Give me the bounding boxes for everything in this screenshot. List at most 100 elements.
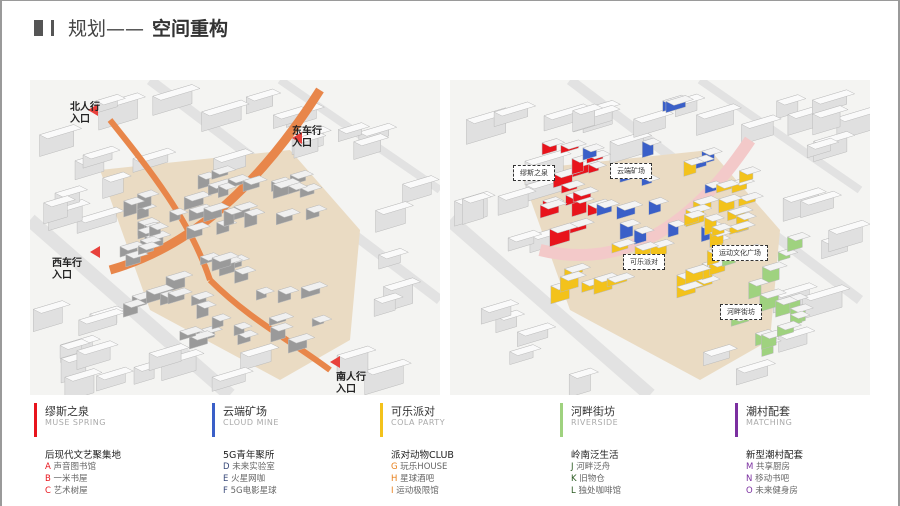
legend-item-label: 移动书吧 xyxy=(755,474,790,484)
building xyxy=(211,366,254,392)
building xyxy=(268,312,295,327)
muse-zone-building xyxy=(572,186,600,203)
cola-zone-building xyxy=(684,264,712,285)
cloud-zone-building xyxy=(641,137,663,159)
legend-item: J 河畔泛舟 xyxy=(571,460,610,472)
legend-item-label: 未来健身房 xyxy=(755,486,798,496)
building xyxy=(572,103,604,133)
legend-item-label: 5G电影星球 xyxy=(230,486,277,496)
legend-item: H 星球酒吧 xyxy=(391,472,434,484)
building xyxy=(199,252,223,266)
legend-item-label: 声音图书馆 xyxy=(53,462,97,472)
legend-item-label: 运动极限馆 xyxy=(396,486,439,496)
legend-item: B 一米书屋 xyxy=(45,472,88,484)
legend-item: N 移动书吧 xyxy=(746,472,789,484)
building xyxy=(122,196,146,218)
legend-subtitle-en: MUSE SPRING xyxy=(45,418,106,427)
building xyxy=(811,89,856,115)
cola-zone-building xyxy=(738,166,762,184)
building xyxy=(186,222,211,240)
road xyxy=(697,76,863,194)
cola-zone-building xyxy=(634,241,660,259)
cola-zone-building xyxy=(611,238,637,254)
building xyxy=(507,229,543,252)
title-prefix: 规划—— xyxy=(68,18,145,40)
entrance-arrow-icon xyxy=(330,356,340,368)
building xyxy=(480,299,520,325)
cloud-zone-building xyxy=(704,180,726,194)
legend-item-key: M xyxy=(746,462,754,472)
cola-zone-building xyxy=(683,157,705,177)
building xyxy=(493,101,537,128)
building xyxy=(101,171,132,199)
building xyxy=(211,313,232,330)
building xyxy=(353,133,390,160)
building xyxy=(223,207,243,227)
legend-item: A 声音图书馆 xyxy=(45,460,96,472)
building xyxy=(775,94,807,120)
title-marker-icon xyxy=(51,19,54,36)
legend-item-label: 未来实验室 xyxy=(232,462,275,472)
building xyxy=(152,84,201,116)
building xyxy=(337,122,371,142)
entrance-label-north: 北人行 入口 xyxy=(70,102,100,125)
cloud-zone-building xyxy=(616,200,644,220)
cola-zone-building xyxy=(715,179,741,194)
muse-zone-building xyxy=(560,179,586,194)
muse-zone-building xyxy=(560,139,588,154)
legend-color-bar xyxy=(735,403,738,437)
legend-item-key: K xyxy=(571,474,577,484)
cloud-zone-building xyxy=(619,218,642,240)
building xyxy=(270,322,294,343)
legend-item-key: D xyxy=(223,462,230,472)
cola-zone-building xyxy=(593,272,621,295)
building xyxy=(76,340,119,371)
building xyxy=(64,368,103,402)
zone-label-muse: 缪斯之泉 xyxy=(513,165,555,181)
building xyxy=(378,247,410,270)
building xyxy=(211,165,237,180)
zoning-map: 缪斯之泉 云端矿场 可乐派对 运动文化广场 河畔街坊 xyxy=(445,76,883,401)
cloud-zone-building xyxy=(582,143,606,161)
building xyxy=(82,145,121,169)
riverside-zone-building xyxy=(747,278,770,300)
legend-item: D 未来实验室 xyxy=(223,460,275,472)
legend-item-key: F xyxy=(223,486,228,496)
legend-item-key: G xyxy=(391,462,398,472)
building xyxy=(217,182,237,199)
legend-item-key: L xyxy=(571,486,576,496)
building xyxy=(255,286,276,301)
legend-item-label: 共享厨房 xyxy=(756,462,791,472)
muse-zone-building xyxy=(587,161,608,174)
legend-item-key: B xyxy=(45,474,51,484)
zone-label-riverside: 河畔街坊 xyxy=(720,304,762,320)
site-plan-entrances-map: 北人行 入口 东车行 入口 西车行 入口 南人行 入口 xyxy=(25,76,444,402)
legend-subtitle-en: RIVERSIDE xyxy=(571,418,619,427)
pedestrian-path xyxy=(207,277,332,373)
building xyxy=(168,207,189,223)
building xyxy=(497,186,537,216)
riverside-zone-building xyxy=(776,320,803,338)
building xyxy=(188,203,216,222)
legend-title: 河畔街坊 xyxy=(571,405,615,418)
building xyxy=(136,189,160,210)
cola-zone-building xyxy=(683,209,708,226)
building xyxy=(211,251,240,272)
building xyxy=(287,333,316,354)
legend-title: 云端矿场 xyxy=(223,405,267,418)
cola-zone-building xyxy=(606,272,636,288)
legend-item: M 共享厨房 xyxy=(746,460,790,472)
muse-zone-building xyxy=(549,222,579,247)
legend-item-key: J xyxy=(571,462,574,472)
legend-item: I 运动极限馆 xyxy=(391,484,439,496)
entrance-arrow-icon xyxy=(88,104,98,116)
zone-label-sports: 运动文化广场 xyxy=(712,245,768,261)
cloud-zone-building xyxy=(665,95,695,114)
legend-item-label: 星球酒吧 xyxy=(400,474,435,484)
building xyxy=(287,182,309,195)
building xyxy=(148,222,170,237)
building xyxy=(373,292,404,317)
building xyxy=(461,192,493,225)
building xyxy=(364,358,412,396)
building xyxy=(812,105,849,136)
